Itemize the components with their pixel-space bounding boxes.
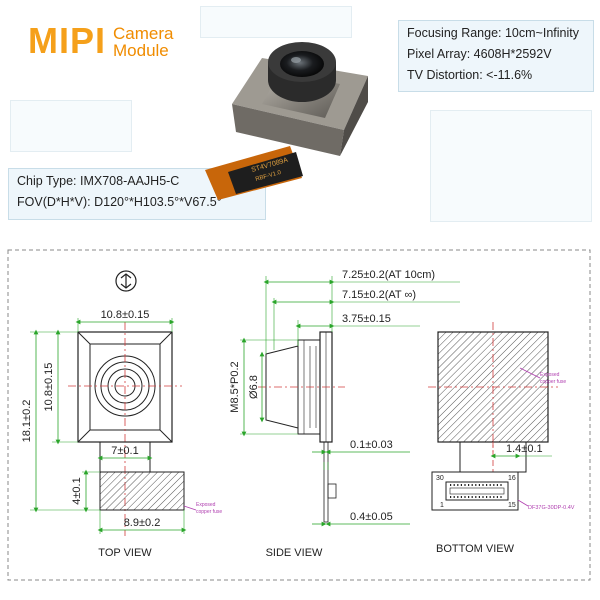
background-decoration — [10, 100, 132, 152]
dim-side-gap: 0.1±0.03 — [350, 439, 393, 451]
brand-subtitle-line2: Module — [113, 41, 169, 60]
background-decoration — [200, 6, 352, 38]
side-view-flex — [323, 441, 329, 523]
flex-connector — [228, 152, 303, 194]
spec-fov: FOV(D*H*V): D120°*H103.5°*V67.5° — [17, 195, 222, 209]
spec-chip-type: Chip Type: IMX708-AAJH5-C — [17, 174, 180, 188]
connector-part-label: DF37G-30DP-0.4V — [528, 505, 575, 511]
pin-label-30: 30 — [436, 475, 444, 482]
spec-box-optics: Focusing Range: 10cm~Infinity Pixel Arra… — [398, 20, 594, 92]
dim-top-conn-outer: 8.9±0.2 — [124, 517, 161, 529]
dim-top-width: 10.8±0.15 — [101, 309, 150, 321]
module-front — [232, 104, 344, 156]
dim-side-flex-thickness: 0.4±0.05 — [350, 511, 393, 523]
bottom-view-title: BOTTOM VIEW — [436, 543, 515, 555]
side-view: 7.25±0.2(AT 10cm) 7.15±0.2(AT ∞) 3.75±0.… — [229, 269, 460, 559]
module-side — [340, 76, 368, 156]
top-view-stiffener — [99, 471, 185, 511]
pin-label-15: 15 — [508, 502, 516, 509]
bottom-view-note-line2: copper fuse — [540, 379, 566, 385]
dim-side-height-10cm: 7.25±0.2(AT 10cm) — [342, 269, 435, 281]
dim-side-thread: M8.5*P0.2 — [229, 361, 241, 412]
spec-pixel-array: Pixel Array: 4608H*2592V — [407, 47, 552, 61]
dim-top-conn-width: 7±0.1 — [111, 445, 138, 457]
spec-tv-distortion: TV Distortion: <-11.6% — [407, 68, 533, 82]
brand-logo-mipi: MIPI — [28, 20, 107, 61]
spec-focusing-range: Focusing Range: 10cm~Infinity — [407, 26, 579, 40]
camera-module-photo: ST4V7089A RBF-V1.0 — [205, 42, 368, 200]
bottom-view-connector-area — [431, 471, 519, 511]
top-view-note-line1: Exposed — [196, 502, 216, 508]
brand-subtitle-line1: Camera — [113, 24, 174, 43]
top-view-title: TOP VIEW — [98, 547, 152, 559]
top-view: Exposed copper fuse 10.8±0.15 18.1±0.2 1… — [21, 270, 222, 559]
side-view-title: SIDE VIEW — [266, 547, 323, 559]
dim-bottom-conn-offset: 1.4±0.1 — [506, 443, 543, 455]
orientation-symbol-icon — [115, 270, 137, 292]
dim-side-lens-dia: Ø6.8 — [248, 375, 260, 399]
top-view-note-line2: copper fuse — [196, 509, 222, 515]
dim-top-total-height: 18.1±0.2 — [21, 400, 33, 443]
lens-glass — [280, 51, 324, 77]
pin-label-16: 16 — [508, 475, 516, 482]
pin-label-1: 1 — [440, 502, 444, 509]
bottom-view: Exposed copper fuse 30 16 1 15 DF37G-30D… — [428, 322, 575, 555]
brand-logo-subtitle: Camera Module — [113, 25, 173, 59]
background-decoration — [430, 110, 592, 222]
side-view-connector — [327, 483, 337, 499]
drawing-border — [7, 249, 591, 581]
bottom-view-note-line1: Exposed — [540, 372, 560, 378]
dim-side-height-inf: 7.15±0.2(AT ∞) — [342, 289, 416, 301]
dim-top-conn-height: 4±0.1 — [71, 477, 83, 504]
dim-side-body-height: 3.75±0.15 — [342, 313, 391, 325]
dim-top-body-height: 10.8±0.15 — [43, 363, 55, 412]
